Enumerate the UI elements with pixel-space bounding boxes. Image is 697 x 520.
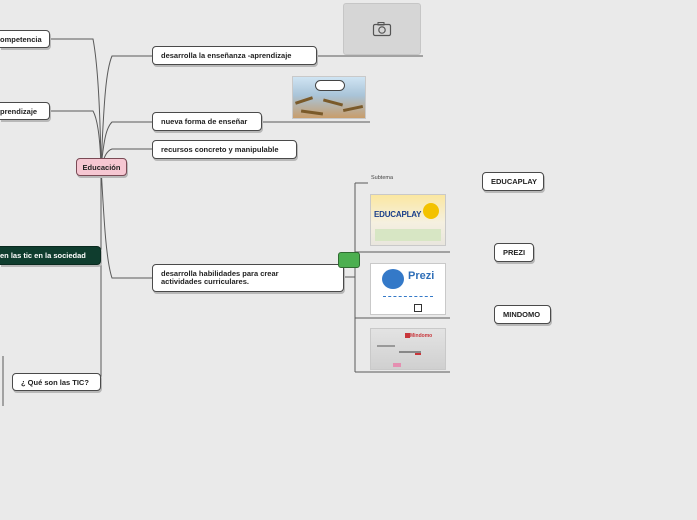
right-node-recursos[interactable]: recursos concreto y manipulable xyxy=(152,140,297,159)
prezi-image[interactable]: Prezi xyxy=(370,263,446,315)
right-node-ensenanza[interactable]: desarrolla la enseñanza -aprendizaje xyxy=(152,46,317,65)
image-detail xyxy=(294,96,314,105)
root-node[interactable]: Educación xyxy=(76,158,127,176)
left-node-label: ompetencia xyxy=(0,34,42,44)
classroom-comic-image xyxy=(292,76,366,119)
subtopic-node-label: MINDOMO xyxy=(503,310,541,319)
right-node-label: desarrolla habilidades para crear activi… xyxy=(161,268,279,286)
prezi-image-text: Prezi xyxy=(408,270,435,282)
image-detail xyxy=(423,203,439,219)
subtopic-node-prezi[interactable]: PREZI xyxy=(494,243,534,262)
left-node-competencia[interactable]: ompetencia xyxy=(0,30,50,48)
root-label: Educación xyxy=(82,162,121,172)
mindomo-image-text: Mindomo xyxy=(410,333,433,339)
left-node-que-son-tic[interactable]: ¿ Qué son las TIC? xyxy=(12,373,101,391)
educaplay-image-text: EDUCAPLAY xyxy=(374,210,422,219)
camera-icon xyxy=(372,22,392,37)
subtopic-label: Subtema xyxy=(371,175,394,181)
subtopic-node-mindomo[interactable]: MINDOMO xyxy=(494,305,551,324)
right-node-label: desarrolla la enseñanza -aprendizaje xyxy=(161,51,292,60)
image-placeholder[interactable] xyxy=(343,3,421,55)
subtopic-node-educaplay[interactable]: EDUCAPLAY xyxy=(482,172,544,191)
image-detail xyxy=(393,363,401,367)
left-node-tic-sociedad[interactable]: en las tic en la sociedad xyxy=(0,246,101,265)
image-detail xyxy=(342,104,364,113)
educaplay-image[interactable]: EDUCAPLAY xyxy=(370,194,446,246)
right-node-label: nueva forma de enseñar xyxy=(161,117,248,126)
speech-bubble xyxy=(315,80,345,91)
subtopic-node-label: PREZI xyxy=(503,248,526,257)
right-node-nueva-forma[interactable]: nueva forma de enseñar xyxy=(152,112,262,131)
image-detail xyxy=(322,98,344,107)
left-node-label: prendizaje xyxy=(0,106,38,116)
image-detail xyxy=(399,351,421,353)
right-node-habilidades[interactable]: desarrolla habilidades para crear activi… xyxy=(152,264,344,292)
left-node-label: ¿ Qué son las TIC? xyxy=(21,377,89,387)
image-detail xyxy=(383,296,433,311)
image-detail xyxy=(414,304,422,312)
left-node-label: en las tic en la sociedad xyxy=(0,251,86,260)
mindomo-logo-icon xyxy=(405,333,410,338)
image-detail xyxy=(375,229,441,241)
image-detail xyxy=(300,109,324,116)
prezi-logo-icon xyxy=(382,269,404,289)
left-node-aprendizaje[interactable]: prendizaje xyxy=(0,102,50,120)
subtopic-node-label: EDUCAPLAY xyxy=(491,177,537,186)
image-detail xyxy=(377,345,395,347)
right-node-label: recursos concreto y manipulable xyxy=(161,145,279,154)
mindomo-image[interactable]: Mindomo xyxy=(370,328,446,370)
subtopic-marker[interactable] xyxy=(338,252,360,268)
image-detail xyxy=(415,353,421,355)
